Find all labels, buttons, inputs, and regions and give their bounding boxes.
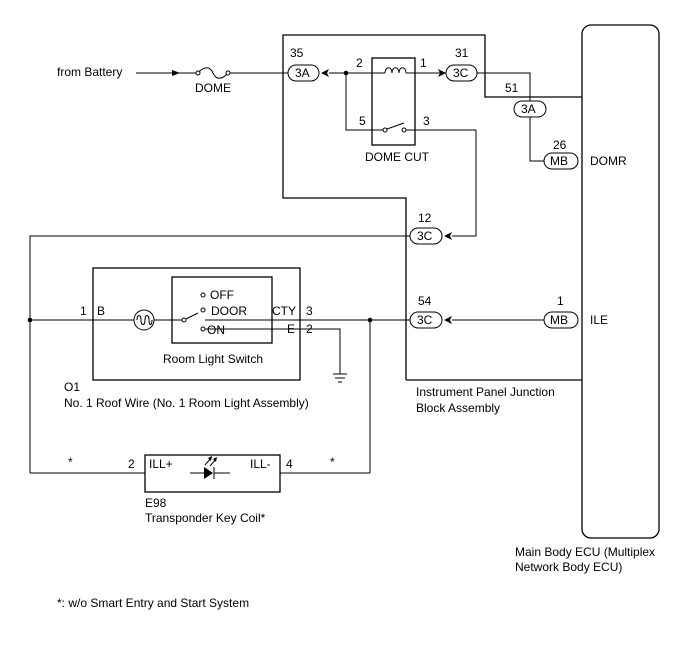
transponder-star-left: *: [68, 455, 73, 469]
connector-35-pin: 35: [290, 46, 304, 60]
source-label: from Battery: [57, 65, 122, 79]
transponder-term-ill-plus: ILL+: [149, 457, 173, 471]
relay-switch-contact-right: [401, 127, 407, 133]
connector-35-code: 3A: [295, 66, 310, 80]
junction-block-label-line1: Instrument Panel Junction: [416, 385, 555, 399]
transponder-pin-2: 2: [128, 457, 135, 471]
switch-contact-off: [200, 292, 206, 298]
connector-12-arrow-icon: [444, 232, 452, 240]
relay-pin-2: 2: [356, 56, 363, 70]
c31-to-c51-wire: [477, 72, 531, 101]
transponder-box: [144, 454, 281, 493]
room-light-term-b: B: [97, 304, 105, 318]
ecu-terminal-domr: DOMR: [590, 154, 627, 168]
connector-54-code: 3C: [417, 313, 433, 327]
connector-54-pin: 54: [418, 294, 432, 308]
ground-icon: [333, 373, 347, 383]
room-light-term-cty: CTY: [272, 304, 296, 318]
relay-label: DOME CUT: [365, 150, 430, 164]
room-light-term-e: E: [287, 322, 295, 336]
transponder-pin-4: 4: [286, 457, 293, 471]
switch-pos-on: ON: [207, 323, 225, 337]
relay-switch-contact-left: [382, 127, 388, 133]
fuse-label: DOME: [195, 81, 231, 95]
fuse-end-left: [195, 70, 201, 76]
relay-switch-blade: [386, 122, 405, 130]
footnote: *: w/o Smart Entry and Start System: [57, 596, 249, 610]
relay-pin-3: 3: [423, 114, 430, 128]
room-light-switch-box: [171, 276, 273, 344]
connector-12-pin: 12: [418, 211, 432, 225]
relay-pin-5: 5: [359, 114, 366, 128]
connector-1-pin: 1: [557, 294, 564, 308]
connector-12-code: 3C: [417, 229, 433, 243]
room-light-pin-3: 3: [306, 304, 313, 318]
switch-pos-door: DOOR: [211, 304, 247, 318]
connector-51-code: 3A: [521, 102, 536, 116]
room-light-assembly-label: No. 1 Roof Wire (No. 1 Room Light Assemb…: [64, 396, 309, 410]
connector-31-arrow-icon: [438, 69, 446, 77]
connector-35-arrow-icon: [321, 69, 329, 77]
switch-contact-on: [200, 326, 206, 332]
switch-pos-off: OFF: [210, 288, 234, 302]
connector-35: [287, 64, 320, 82]
fuse-end-right: [225, 70, 231, 76]
ecu-label-line2: Network Body ECU): [515, 560, 622, 574]
room-light-filament: [136, 315, 153, 325]
room-light-pin-1: 1: [80, 304, 87, 318]
connector-51-pin: 51: [505, 81, 519, 95]
relay-coil-icon: [384, 67, 407, 74]
room-light-pin-2: 2: [306, 322, 313, 336]
transponder-code: E98: [145, 496, 167, 510]
ecu-terminal-ile: ILE: [590, 313, 608, 327]
relay-pin5-wire: [345, 73, 384, 131]
connector-26-code: MB: [550, 154, 568, 168]
junction-block-label-line2: Block Assembly: [416, 401, 500, 415]
connector-54-arrow-icon: [444, 316, 452, 324]
junction-block-outline: [282, 34, 582, 380]
connector-31-pin: 31: [455, 46, 469, 60]
connector-54: [409, 311, 443, 329]
transponder-led-icon: [190, 456, 230, 479]
transponder-label: Transponder Key Coil*: [145, 511, 266, 525]
room-light-switch-label: Room Light Switch: [163, 352, 263, 366]
c51-to-c26-wire: [529, 117, 544, 162]
c12-left-wire: [29, 235, 410, 473]
relay-pin3-to-c12-wire: [458, 130, 477, 237]
ecu-label-line1: Main Body ECU (Multiplex: [515, 545, 655, 559]
connector-31-code: 3C: [453, 66, 469, 80]
transponder-star-right: *: [330, 455, 335, 469]
relay-pin-1: 1: [420, 56, 427, 70]
room-light-assembly-box: [92, 267, 301, 381]
transponder-term-ill-minus: ILL-: [250, 457, 271, 471]
connector-1: [543, 311, 579, 329]
room-light-switch-blade: [185, 312, 199, 320]
main-body-ecu-box: [581, 24, 660, 539]
room-light-switch-pivot: [181, 317, 187, 323]
room-light-assembly-code: O1: [64, 380, 80, 394]
battery-arrow-icon: [172, 70, 180, 76]
dome-cut-relay-box: [371, 57, 416, 146]
connector-26: [543, 152, 579, 170]
switch-contact-door: [200, 307, 206, 313]
switch-on-to-e-wire: [205, 328, 341, 374]
fuse-icon: [197, 67, 229, 79]
connector-26-pin: 26: [553, 138, 567, 152]
connector-1-code: MB: [550, 313, 568, 327]
